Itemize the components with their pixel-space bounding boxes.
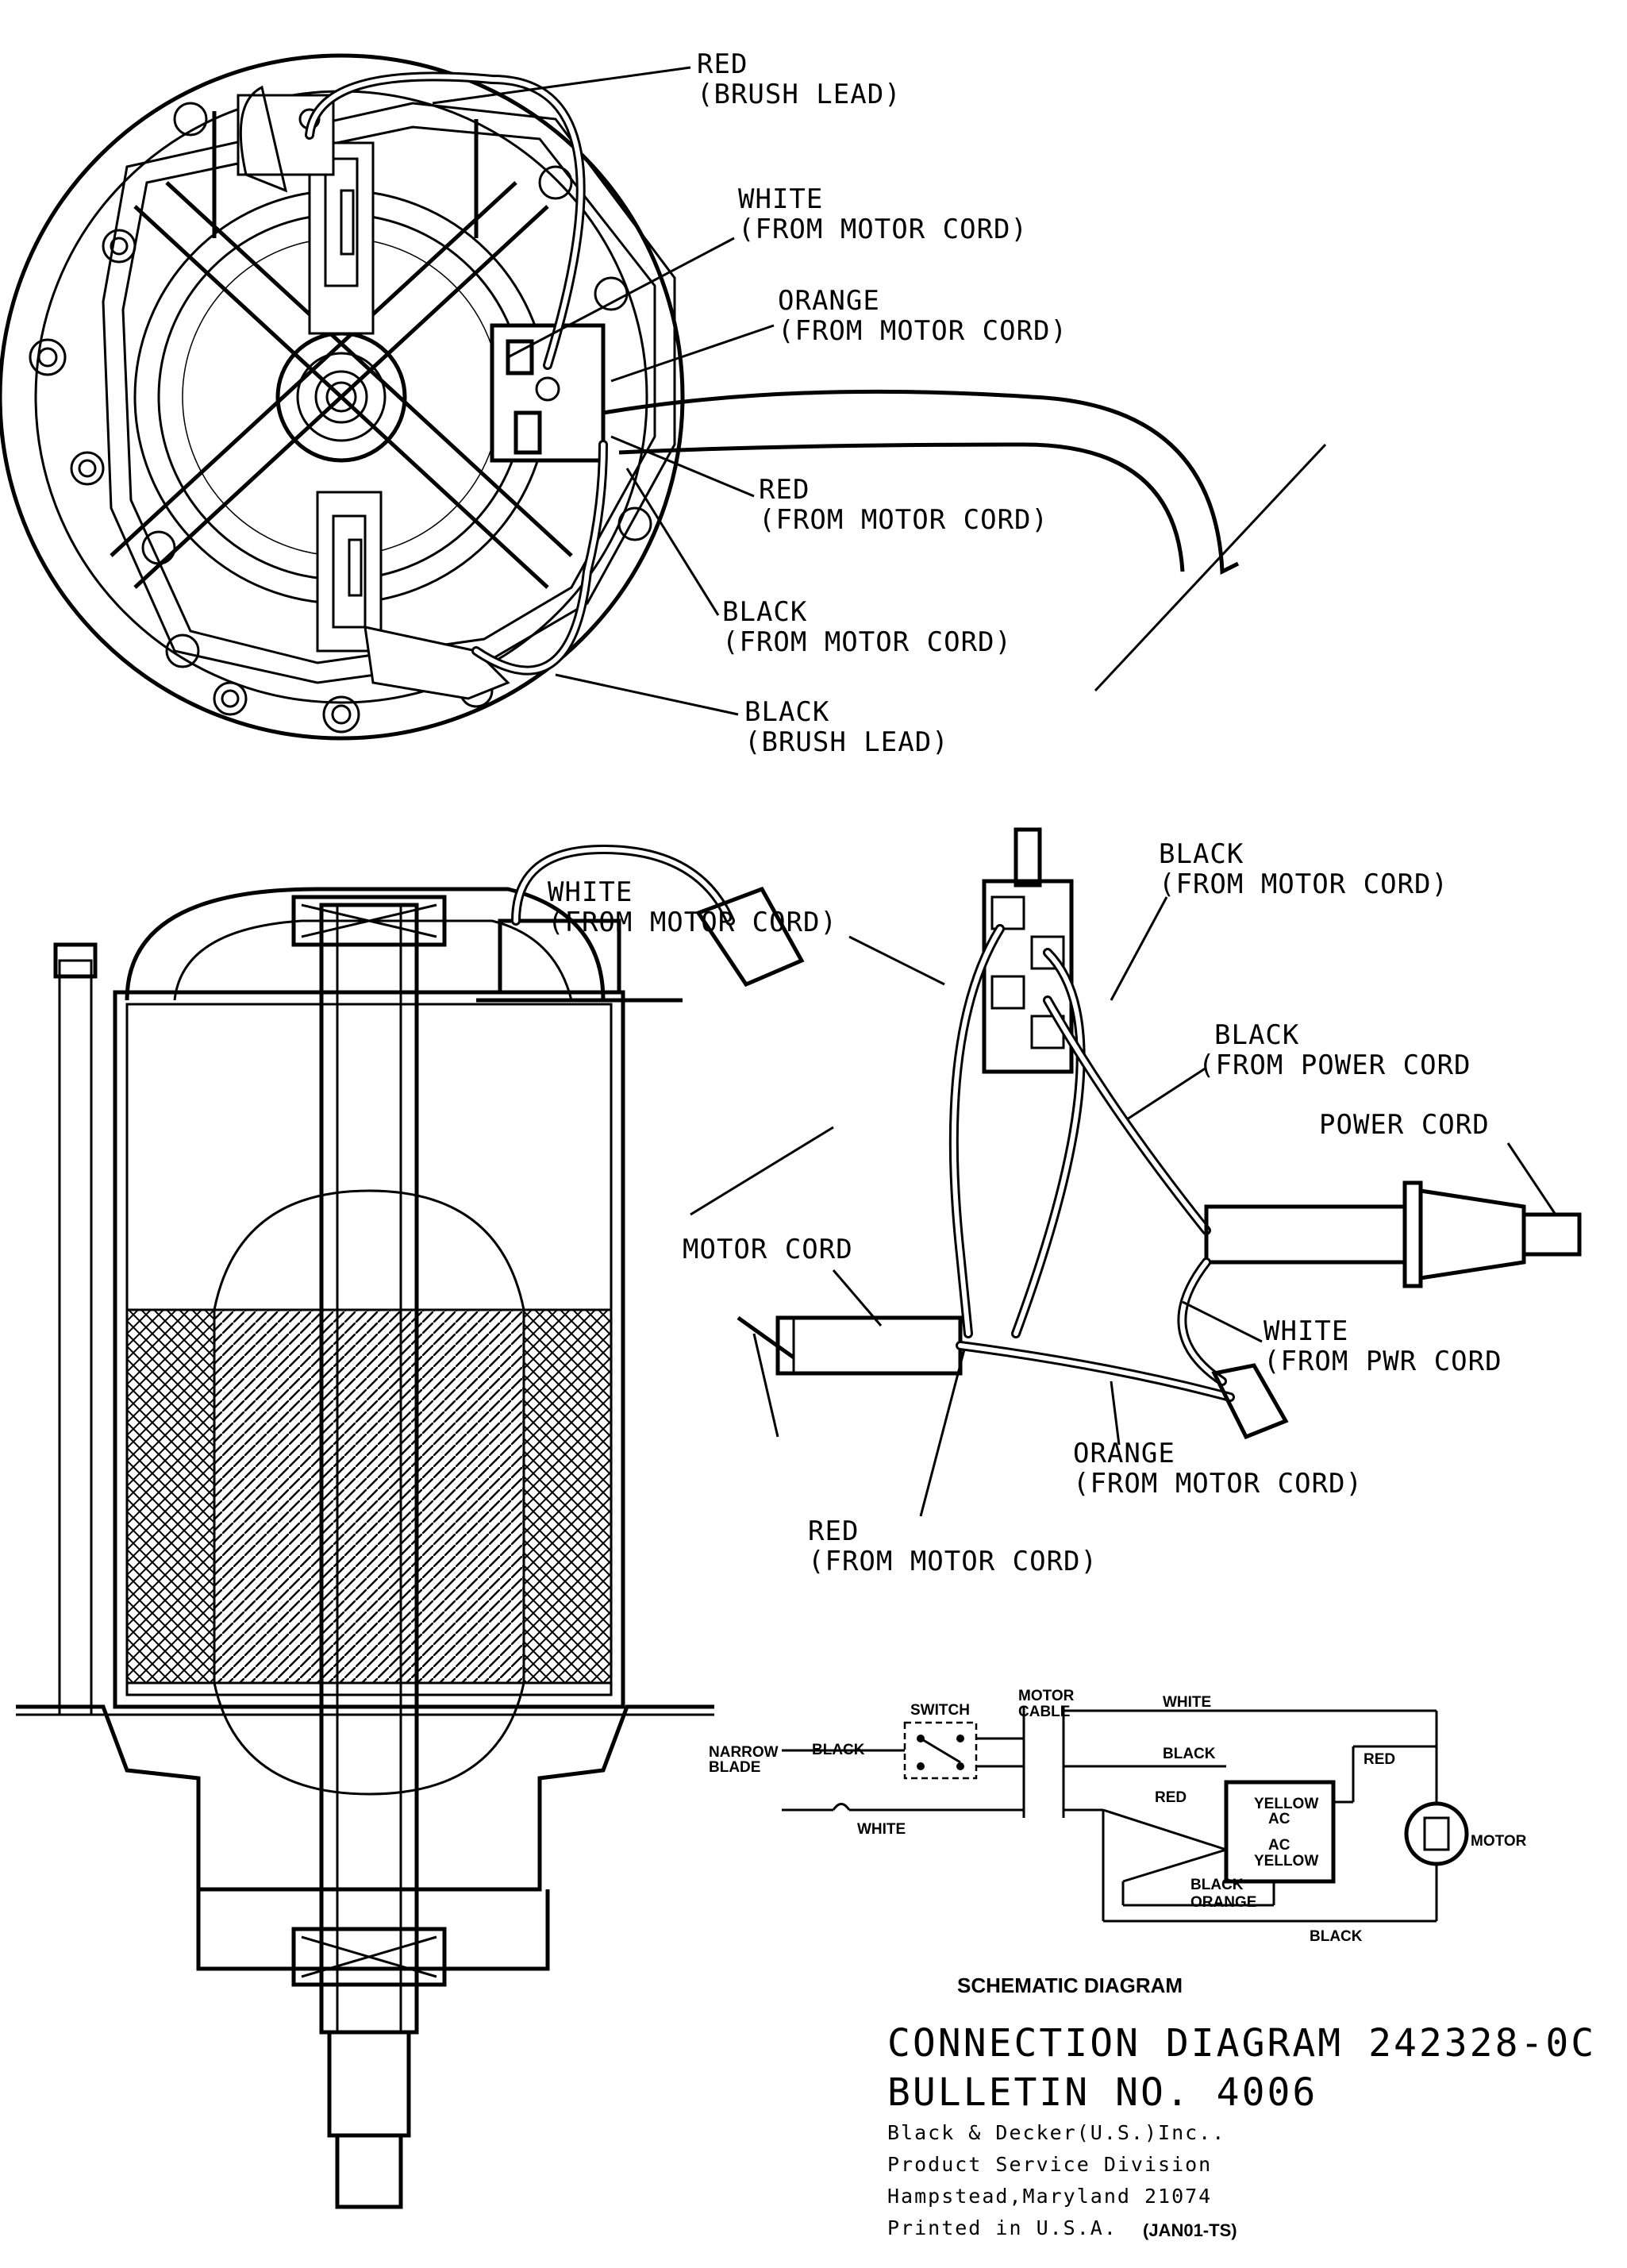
label-white-motor-cord: WHITE [738,183,823,215]
printed-in: Printed in U.S.A. [887,2216,1117,2239]
sch-narrow-label: NARROW [709,1744,779,1761]
label-motor-cord: MOTOR CORD [683,1234,853,1265]
label-orange-motor-cord-sub: (FROM MOTOR CORD) [778,315,1067,347]
sch-ac-2: AC [1268,1837,1290,1854]
label-white-pwr-cord-sub: (FROM PWR CORD [1264,1346,1502,1377]
sch-black-3: BLACK [1190,1877,1244,1893]
sch-blade-label: BLADE [709,1759,760,1776]
label-power-cord: POWER CORD [1319,1109,1490,1141]
label-sw-red-motor-sub: (FROM MOTOR CORD) [808,1546,1098,1577]
sch-motor-label: MOTOR [1018,1688,1075,1704]
revision-code: (JAN01-TS) [1143,2220,1237,2240]
switch-view-labels: WHITE (FROM MOTOR CORD) BLACK (FROM MOTO… [548,838,1557,1577]
sch-cable-label: CABLE [1018,1704,1070,1720]
company-name: Black & Decker(U.S.)Inc.. [887,2121,1225,2144]
label-red-brush-lead-sub: (BRUSH LEAD) [697,79,902,110]
label-black-brush-lead: BLACK [744,696,829,728]
sch-ac-1: AC [1268,1811,1290,1827]
label-sw-red-motor: RED [808,1515,859,1547]
sch-yellow-1: YELLOW [1254,1796,1318,1812]
sch-motor: MOTOR [1471,1833,1527,1850]
label-sw-orange-motor-sub: (FROM MOTOR CORD) [1073,1468,1363,1500]
schematic-diagram: SWITCH MOTOR CABLE NARROW BLADE BLACK WH… [709,1688,1527,1997]
top-view-labels: RED (BRUSH LEAD) WHITE (FROM MOTOR CORD)… [432,48,1067,758]
label-white-pwr-cord: WHITE [1264,1315,1348,1347]
footer-block: CONNECTION DIAGRAM 242328-0C BULLETIN NO… [887,2021,1596,2240]
sch-black-2: BLACK [1163,1746,1216,1762]
label-sw-white-motor-sub: (FROM MOTOR CORD) [548,907,837,938]
label-red-brush-lead: RED [697,48,748,80]
sch-red-1: RED [1155,1789,1187,1806]
division-name: Product Service Division [887,2153,1212,2176]
label-white-motor-cord-sub: (FROM MOTOR CORD) [738,214,1028,245]
motor-section-view [16,844,834,2209]
label-sw-black-motor-sub: (FROM MOTOR CORD) [1159,868,1448,900]
sch-white-1: WHITE [857,1821,906,1838]
label-red-motor-cord-sub: (FROM MOTOR CORD) [759,504,1048,536]
switch-wiring-view [737,827,1582,1440]
sch-red-2: RED [1364,1751,1395,1768]
label-black-brush-lead-sub: (BRUSH LEAD) [744,726,949,758]
label-sw-black-motor: BLACK [1159,838,1244,870]
motor-top-view [0,53,1327,741]
label-black-motor-cord: BLACK [722,596,807,628]
label-sw-black-power-sub: (FROM POWER CORD [1198,1049,1471,1081]
sch-black-4: BLACK [1310,1928,1363,1945]
sch-white-2: WHITE [1163,1694,1211,1711]
sch-yellow-2: YELLOW [1254,1853,1318,1869]
label-orange-motor-cord: ORANGE [778,285,880,317]
sch-switch-label: SWITCH [910,1702,970,1719]
address: Hampstead,Maryland 21074 [887,2185,1212,2208]
label-black-motor-cord-sub: (FROM MOTOR CORD) [722,626,1012,658]
label-sw-orange-motor: ORANGE [1073,1438,1175,1469]
connection-diagram-title: CONNECTION DIAGRAM 242328-0C [887,2021,1596,2066]
label-sw-white-motor: WHITE [548,876,633,908]
bulletin-number: BULLETIN NO. 4006 [887,2070,1317,2115]
label-red-motor-cord: RED [759,474,810,506]
label-sw-black-power: BLACK [1214,1019,1299,1051]
sch-orange: ORANGE [1190,1894,1256,1911]
sch-black-1: BLACK [812,1742,865,1758]
schematic-title: SCHEMATIC DIAGRAM [957,1973,1183,1997]
